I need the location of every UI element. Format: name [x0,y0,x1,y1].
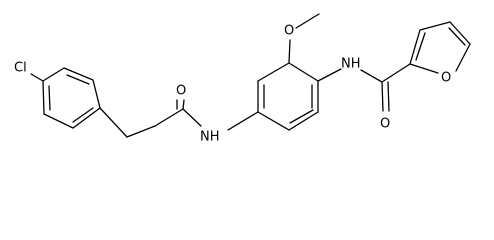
chlorine-label: Cl [14,61,27,76]
chemical-structure-diagram: Cl O NH O NH O [14,13,471,145]
central-benzene-ring [257,62,319,131]
chloro-substituent: Cl [14,61,44,82]
methoxy-group: O [284,13,320,64]
furan-carboxamide-linker: NH O [317,57,411,132]
carbonyl-oxygen-label-left: O [176,84,186,99]
furan-ring: O [409,21,471,86]
acetamide-linker: O NH [99,84,259,145]
amide-nh-label-left: NH [200,130,220,145]
furan-oxygen-label: O [441,71,451,86]
methoxy-oxygen-label: O [284,24,294,39]
amide-nh-label-right: NH [341,57,361,72]
chlorophenyl-ring [42,67,101,129]
carbonyl-oxygen-label-right: O [380,117,390,132]
